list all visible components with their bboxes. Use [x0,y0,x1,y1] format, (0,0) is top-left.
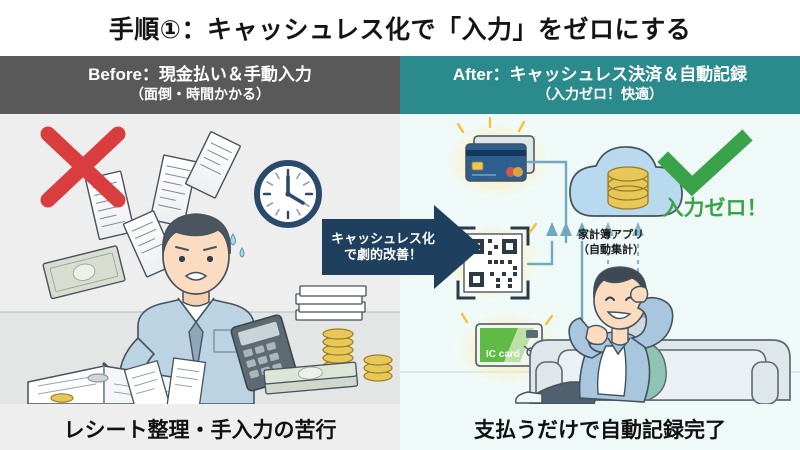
red-cross-icon [40,126,126,208]
after-panel-header: After：キャッシュレス決済＆自動記録 （入力ゼロ！快適） [400,56,800,114]
clock-icon [254,160,322,228]
page-title: 手順①：キャッシュレス化で「入力」をゼロにする [108,16,692,44]
household-app-label: 家計簿アプリ （自動集計） [552,228,670,258]
household-app-line2: （自動集計） [578,243,644,256]
after-caption: 支払うだけで自動記録完了 [474,419,726,442]
after-illustration: IC card [400,114,800,404]
zero-input-label: 入力ゼロ！ [662,197,768,220]
household-app-line1: 家計簿アプリ [578,229,644,241]
flow-arrow-icon [546,222,588,236]
relaxed-person-illustration [515,266,674,404]
receipt-icon [295,285,367,321]
credit-card-icon [465,135,535,182]
before-panel-header: Before：現金払い＆手動入力 （面倒・時間かかる） [0,56,400,114]
sparkle-icon [460,312,554,326]
after-scene-svg: IC card [400,116,800,404]
before-scene-svg [0,126,400,404]
qr-code-icon [456,226,530,300]
coin-stack-icon [607,166,649,210]
before-header-line2: （面倒・時間かかる） [130,85,270,102]
receipt-icon [123,357,207,404]
banknote-icon [263,361,359,395]
before-header-line1: Before：現金払い＆手動入力 [88,65,312,85]
sync-arrow-head-icon [602,222,644,236]
banknote-icon [42,245,126,300]
title-bar: 手順①：キャッシュレス化で「入力」をゼロにする [0,0,800,56]
transition-arrow-shape [322,205,482,289]
before-panel: Before：現金払い＆手動入力 （面倒・時間かかる） [0,56,400,450]
after-header-line2: （入力ゼロ！快適） [537,85,663,102]
ic-card-label: IC card [486,349,520,360]
before-caption: レシート整理・手入力の苦行 [63,419,337,442]
green-check-icon [657,129,753,197]
sparkle-icon [456,116,526,134]
after-header-line1: After：キャッシュレス決済＆自動記録 [452,65,748,85]
transition-arrow: キャッシュレス化 で劇的改善！ [322,205,482,289]
before-illustration [0,114,400,404]
